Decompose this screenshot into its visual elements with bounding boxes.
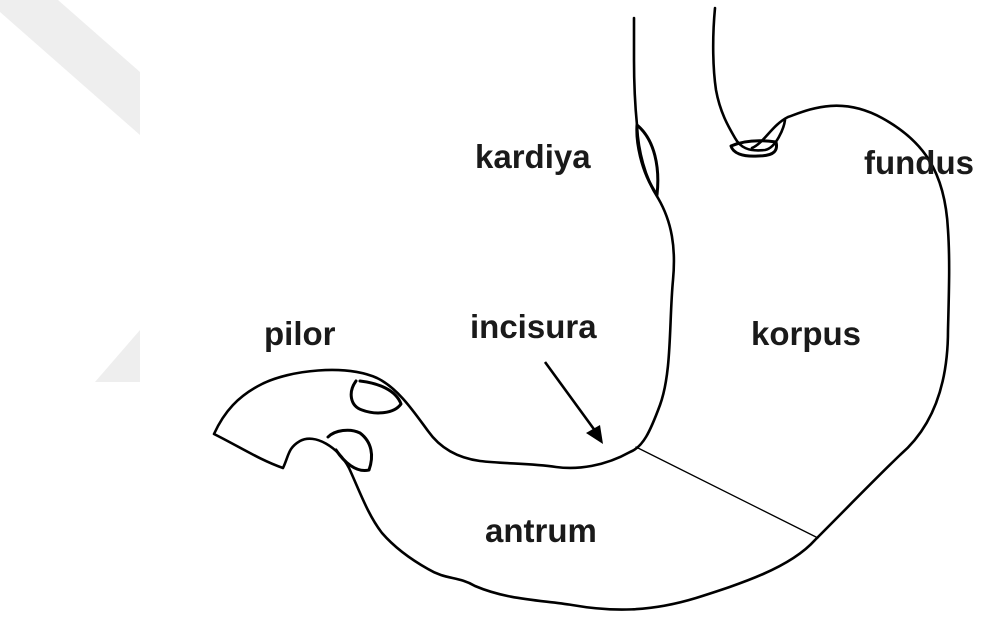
label-pilor: pilor [264, 317, 336, 350]
antrum-korpus-boundary-line [636, 447, 818, 538]
watermark-shapes [0, 0, 140, 382]
label-korpus: korpus [751, 317, 861, 350]
label-kardiya: kardiya [475, 140, 591, 173]
label-antrum: antrum [485, 514, 597, 547]
label-fundus: fundus [864, 146, 974, 179]
watermark-band-upper [0, 0, 140, 135]
watermark-band-lower [95, 330, 140, 382]
incisura-arrow [545, 362, 603, 444]
incisura-arrow-shaft [545, 362, 596, 432]
label-incisura: incisura [470, 310, 597, 343]
pylorus-fold-upper [351, 381, 401, 413]
cardia-loop [637, 125, 658, 195]
